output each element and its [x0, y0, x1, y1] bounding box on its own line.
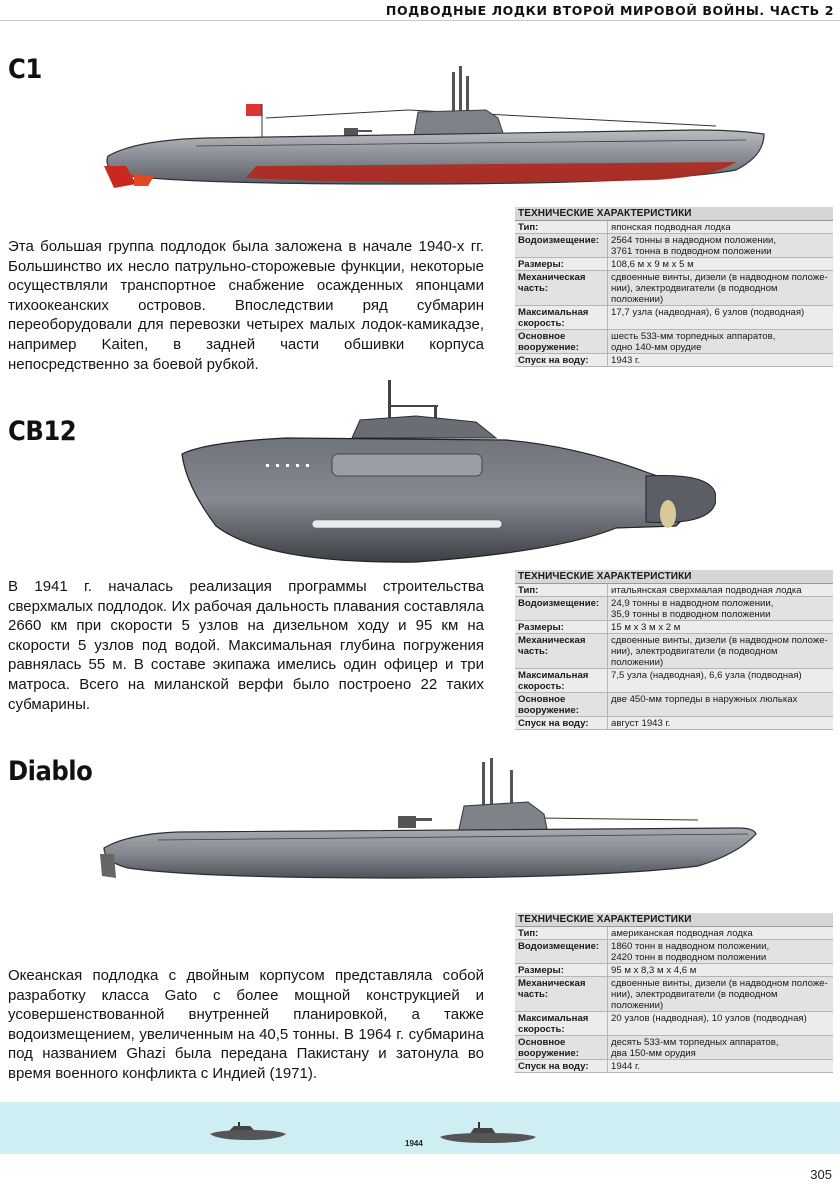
section-title-c1: C1: [8, 54, 42, 85]
cb12-description: В 1941 г. началась реализация программы …: [8, 578, 484, 713]
spec-row-displacement: Водоизмещение:1860 тонн в надводном поло…: [515, 939, 833, 964]
timeline-year: 1944: [405, 1139, 423, 1148]
spec-row-launched: Спуск на воду:1944 г.: [515, 1059, 833, 1073]
spec-row-dimensions: Размеры:95 м х 8,3 м х 4,6 м: [515, 963, 833, 977]
running-header: ПОДВОДНЫЕ ЛОДКИ ВТОРОЙ МИРОВОЙ ВОЙНЫ. ЧА…: [0, 0, 840, 22]
c1-description: Эта большая группа подлодок была заложен…: [8, 238, 484, 373]
spec-row-machinery: Механическая часть:сдвоенные винты, дизе…: [515, 976, 833, 1012]
spec-row-launched: Спуск на воду:август 1943 г.: [515, 716, 833, 730]
page-number: 305: [810, 1167, 832, 1182]
cb12-specs-table: ТЕХНИЧЕСКИЕ ХАРАКТЕРИСТИКИ Тип:итальянск…: [515, 570, 833, 730]
spec-row-launched: Спуск на воду:1943 г.: [515, 353, 833, 367]
spec-row-type: Тип:американская подводная лодка: [515, 927, 833, 940]
spec-row-displacement: Водоизмещение:24,9 тонны в надводном пол…: [515, 596, 833, 621]
spec-row-machinery: Механическая часть:сдвоенные винты, дизе…: [515, 270, 833, 306]
running-header-title: ПОДВОДНЫЕ ЛОДКИ ВТОРОЙ МИРОВОЙ ВОЙНЫ. ЧА…: [385, 3, 834, 18]
spec-row-armament: Основное вооружение:десять 533-мм торпед…: [515, 1035, 833, 1060]
spec-row-type: Тип:итальянская сверхмалая подводная лод…: [515, 584, 833, 597]
section-title-cb12: CB12: [8, 416, 77, 447]
spec-row-speed: Максимальная скорость:7,5 узла (надводна…: [515, 668, 833, 693]
spec-row-speed: Максимальная скорость:20 узлов (надводна…: [515, 1011, 833, 1036]
spec-row-type: Тип:японская подводная лодка: [515, 221, 833, 234]
diablo-submarine-illustration: [100, 758, 757, 879]
cb12-submarine-illustration: [181, 380, 716, 563]
timeline-strip: [0, 1102, 840, 1154]
specs-header: ТЕХНИЧЕСКИЕ ХАРАКТЕРИСТИКИ: [515, 913, 833, 927]
spec-row-armament: Основное вооружение:шесть 533-мм торпедн…: [515, 329, 833, 354]
c1-specs-table: ТЕХНИЧЕСКИЕ ХАРАКТЕРИСТИКИ Тип:японская …: [515, 207, 833, 367]
specs-header: ТЕХНИЧЕСКИЕ ХАРАКТЕРИСТИКИ: [515, 570, 833, 584]
spec-row-armament: Основное вооружение:две 450-мм торпеды в…: [515, 692, 833, 717]
diablo-specs-table: ТЕХНИЧЕСКИЕ ХАРАКТЕРИСТИКИ Тип:американс…: [515, 913, 833, 1073]
spec-row-dimensions: Размеры:15 м х 3 м х 2 м: [515, 620, 833, 634]
timeline-submarine-icon-right: [440, 1122, 536, 1143]
section-title-diablo: Diablo: [8, 756, 93, 787]
timeline-submarine-icon-left: [210, 1122, 286, 1140]
spec-row-machinery: Механическая часть:сдвоенные винты, дизе…: [515, 633, 833, 669]
spec-row-speed: Максимальная скорость:17,7 узла (надводн…: [515, 305, 833, 330]
header-divider: [0, 20, 840, 21]
spec-row-dimensions: Размеры:108,6 м х 9 м х 5 м: [515, 257, 833, 271]
c1-submarine-illustration: [104, 66, 765, 188]
diablo-description: Океанская подлодка с двойным корпусом пр…: [8, 967, 484, 1082]
spec-row-displacement: Водоизмещение:2564 тонны в надводном пол…: [515, 233, 833, 258]
specs-header: ТЕХНИЧЕСКИЕ ХАРАКТЕРИСТИКИ: [515, 207, 833, 221]
